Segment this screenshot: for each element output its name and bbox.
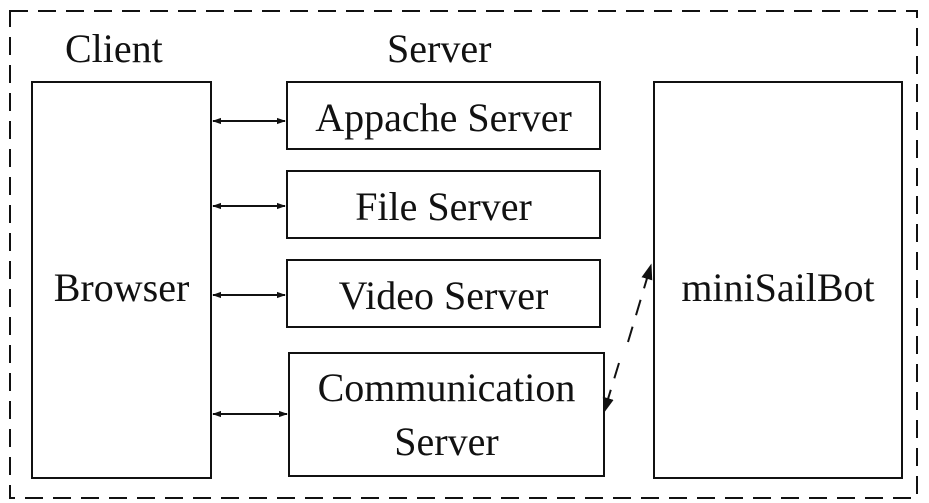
apache-server-label: Appache Server — [315, 95, 572, 140]
video-server-label: Video Server — [338, 273, 549, 318]
dashed-arrow-to-minisailbot — [627, 263, 653, 343]
communication-server-label-line2: Server — [394, 419, 499, 464]
apache-server-box — [286, 81, 601, 150]
browser-box — [31, 81, 212, 479]
video-server-box — [286, 259, 601, 328]
communication-server-box — [288, 352, 605, 477]
minisailbot-label: miniSailBot — [681, 265, 875, 310]
server-header: Server — [387, 26, 492, 71]
client-header: Client — [65, 26, 163, 71]
communication-server-label-line1: Communication — [317, 365, 576, 410]
outer-dashed-frame — [9, 10, 918, 499]
file-server-label: File Server — [355, 184, 532, 229]
minisailbot-box — [653, 81, 903, 479]
browser-label: Browser — [53, 265, 190, 310]
file-server-box — [286, 170, 601, 239]
dashed-arrow-to-communication — [602, 362, 620, 414]
